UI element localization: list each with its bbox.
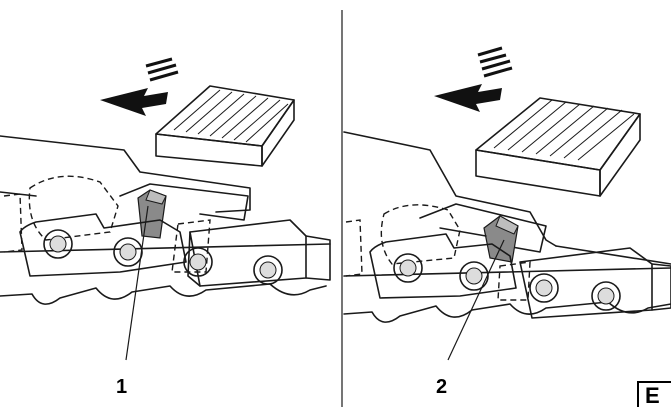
callout-number-2: 2 bbox=[436, 376, 448, 398]
left-filing-gauge bbox=[155, 85, 295, 167]
left-panel bbox=[0, 57, 331, 361]
right-direction-arrow bbox=[434, 46, 513, 112]
section-letter-tag: E bbox=[637, 381, 671, 408]
left-hidden-links bbox=[3, 175, 211, 273]
right-callout-leader bbox=[447, 239, 505, 361]
right-panel bbox=[343, 46, 671, 361]
left-chain-rivets bbox=[43, 229, 283, 285]
right-chain-rivets bbox=[393, 253, 621, 311]
left-guide-bar bbox=[0, 135, 251, 213]
right-depth-gauge bbox=[419, 203, 547, 263]
right-saw-chain bbox=[343, 233, 671, 323]
left-direction-arrow bbox=[100, 57, 179, 116]
right-guide-bar bbox=[343, 131, 671, 265]
left-callout-leader bbox=[125, 205, 149, 361]
right-filing-gauge bbox=[475, 97, 641, 197]
left-saw-chain bbox=[0, 213, 331, 305]
callout-number-1: 1 bbox=[116, 376, 128, 398]
